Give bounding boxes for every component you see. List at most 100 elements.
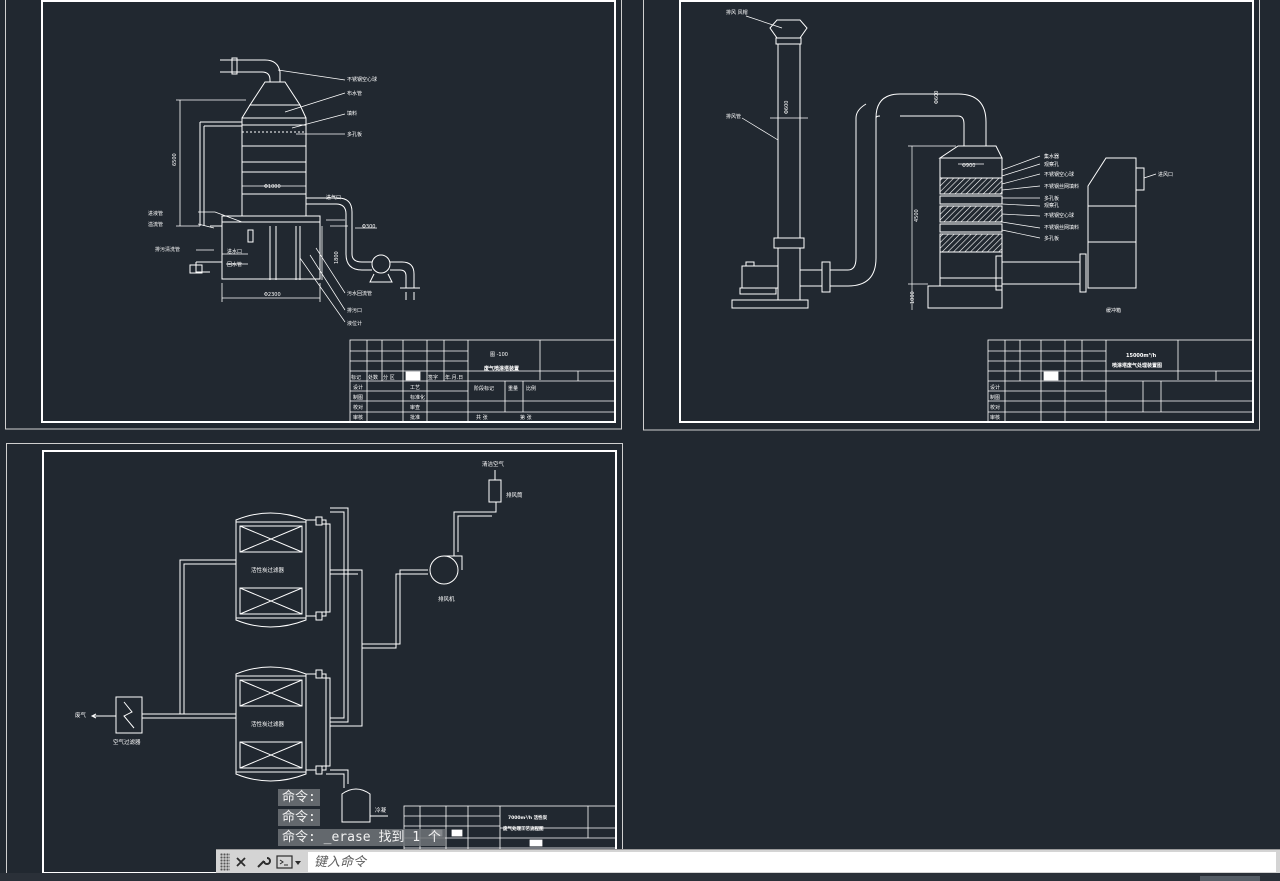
command-prompt-icon[interactable] — [274, 851, 304, 873]
sheet-2-leaders — [741, 15, 1157, 239]
svg-text:审核: 审核 — [990, 414, 1000, 421]
svg-text:Φ900: Φ900 — [962, 163, 975, 169]
svg-text:Φ600: Φ600 — [934, 91, 940, 104]
sheet-2[interactable]: 排风 风帽 Φ600 Φ600 排风管 Φ900 集水器 观察孔 不锈钢空心球 … — [643, 0, 1260, 431]
svg-text:比例: 比例 — [526, 385, 536, 392]
svg-text:工艺: 工艺 — [410, 385, 420, 391]
sheet-2-dimensions — [770, 117, 984, 310]
svg-text:污水回流管: 污水回流管 — [347, 290, 372, 297]
scrubber-tower[interactable] — [927, 145, 1003, 309]
air-filter[interactable] — [90, 696, 143, 734]
svg-text:填料: 填料 — [347, 110, 357, 117]
sheet-1-leaders — [196, 69, 346, 323]
svg-text:溢流管: 溢流管 — [148, 221, 163, 228]
right-inlet-duct[interactable] — [995, 253, 1087, 293]
svg-text:7000m³/h 活性炭: 7000m³/h 活性炭 — [508, 814, 548, 821]
svg-text:6500: 6500 — [172, 153, 178, 166]
svg-text:图 -100: 图 -100 — [490, 352, 508, 358]
svg-text:布水管: 布水管 — [347, 90, 362, 97]
sheet-2-outer-frame — [643, 0, 1260, 431]
svg-text:清洁空气: 清洁空气 — [482, 460, 505, 468]
command-history-line: 命令: — [278, 789, 320, 806]
svg-text:审查: 审查 — [410, 404, 420, 411]
svg-text:Φ300: Φ300 — [362, 224, 375, 230]
svg-text:标记: 标记 — [351, 374, 361, 381]
svg-text:不锈钢空心球: 不锈钢空心球 — [1044, 171, 1074, 178]
svg-text:观察孔: 观察孔 — [1044, 202, 1059, 209]
svg-text:空气过滤器: 空气过滤器 — [113, 738, 141, 746]
wrench-icon[interactable] — [252, 851, 274, 873]
svg-text:液位计: 液位计 — [347, 320, 362, 327]
svg-text:年.月.日: 年.月.日 — [445, 374, 463, 381]
drag-handle[interactable] — [220, 853, 230, 871]
command-input[interactable] — [308, 852, 1276, 872]
svg-text:排风机: 排风机 — [438, 595, 455, 603]
water-tank[interactable] — [189, 215, 321, 280]
svg-text:多孔板: 多孔板 — [347, 131, 362, 138]
svg-text:废气喷淋塔装置: 废气喷淋塔装置 — [484, 365, 519, 372]
svg-text:活性炭过滤器: 活性炭过滤器 — [251, 720, 285, 728]
carbon-filter-top[interactable] — [235, 512, 307, 628]
circulation-pipes[interactable] — [199, 121, 420, 300]
svg-text:共 张: 共 张 — [476, 414, 488, 421]
inlet-duct[interactable] — [800, 93, 987, 293]
svg-text:喷淋塔废气处理装置图: 喷淋塔废气处理装置图 — [1112, 362, 1162, 369]
sheet-2-title-block: 15000m³/h 喷淋塔废气处理装置图 设计 制图 校对 审核 — [987, 339, 1254, 423]
buffer-box[interactable] — [1087, 157, 1145, 289]
status-bar — [0, 873, 1280, 881]
svg-text:进气口: 进气口 — [326, 194, 341, 201]
svg-text:排污清洗管: 排污清洗管 — [155, 246, 180, 253]
close-icon[interactable] — [230, 851, 252, 873]
svg-text:设计: 设计 — [990, 384, 1000, 391]
svg-text:标准化: 标准化 — [410, 394, 425, 401]
svg-text:设计: 设计 — [353, 384, 363, 391]
svg-text:制图: 制图 — [990, 394, 1000, 401]
svg-text:冷凝: 冷凝 — [375, 806, 387, 814]
svg-text:分 区: 分 区 — [383, 374, 395, 381]
tower-top-pipe[interactable] — [220, 57, 301, 106]
sheet-1[interactable]: 不锈钢空心球 布水管 填料 多孔板 Φ1000 6500 进液管 溢流管 排污清… — [5, 0, 622, 430]
sheet-3-text: 清洁空气 排风筒 活性炭过滤器 活性炭过滤器 排风机 废气 空气过滤器 冷凝 — [75, 460, 523, 814]
svg-text:Φ600: Φ600 — [784, 101, 790, 114]
tower-body[interactable] — [241, 104, 307, 217]
svg-text:制图: 制图 — [353, 394, 363, 401]
exhaust-stack[interactable] — [731, 19, 809, 309]
svg-text:观察孔: 观察孔 — [1044, 161, 1059, 168]
svg-text:废气: 废气 — [75, 711, 87, 719]
process-piping[interactable] — [142, 470, 502, 788]
svg-text:阶段标记: 阶段标记 — [474, 385, 494, 392]
svg-text:排风管: 排风管 — [726, 113, 741, 120]
svg-text:废气处理工艺流程图: 废气处理工艺流程图 — [503, 825, 544, 832]
svg-text:4500: 4500 — [914, 209, 920, 222]
svg-text:审核: 审核 — [353, 414, 363, 421]
svg-text:1800: 1800 — [334, 251, 340, 264]
sheet-1-outer-frame — [5, 0, 622, 430]
sheet-1-inner-frame — [41, 0, 616, 423]
sheet-1-text: 不锈钢空心球 布水管 填料 多孔板 Φ1000 6500 进液管 溢流管 排污清… — [148, 76, 377, 327]
svg-text:回水管: 回水管 — [227, 261, 242, 268]
svg-text:校对: 校对 — [353, 404, 363, 411]
svg-text:集水器: 集水器 — [1044, 153, 1059, 160]
svg-text:批准: 批准 — [410, 414, 420, 421]
condensate-tank[interactable] — [341, 788, 388, 823]
svg-text:1000: 1000 — [910, 291, 916, 304]
carbon-filter-bottom[interactable] — [235, 666, 307, 782]
command-line-bar — [216, 849, 1280, 874]
command-history: 命令: 命令: 命令: _erase 找到 1 个 — [278, 789, 445, 846]
svg-text:处数: 处数 — [368, 374, 378, 381]
sheet-2-text: 排风 风帽 Φ600 Φ600 排风管 Φ900 集水器 观察孔 不锈钢空心球 … — [726, 9, 1173, 314]
svg-text:15000m³/h: 15000m³/h — [1126, 353, 1157, 359]
svg-text:进风口: 进风口 — [1158, 171, 1173, 178]
status-bar-control[interactable] — [1200, 876, 1260, 881]
command-history-line: 命令: — [278, 809, 320, 826]
svg-text:进液管: 进液管 — [148, 210, 163, 217]
svg-text:Φ2300: Φ2300 — [264, 292, 281, 298]
svg-text:第 张: 第 张 — [520, 414, 532, 421]
svg-text:排风 风帽: 排风 风帽 — [726, 9, 748, 16]
svg-text:多孔板: 多孔板 — [1044, 195, 1059, 202]
svg-text:签字: 签字 — [428, 374, 438, 381]
svg-text:不锈钢丝网填料: 不锈钢丝网填料 — [1044, 224, 1079, 231]
svg-text:活性炭过滤器: 活性炭过滤器 — [251, 566, 285, 574]
svg-text:排风筒: 排风筒 — [506, 491, 523, 499]
